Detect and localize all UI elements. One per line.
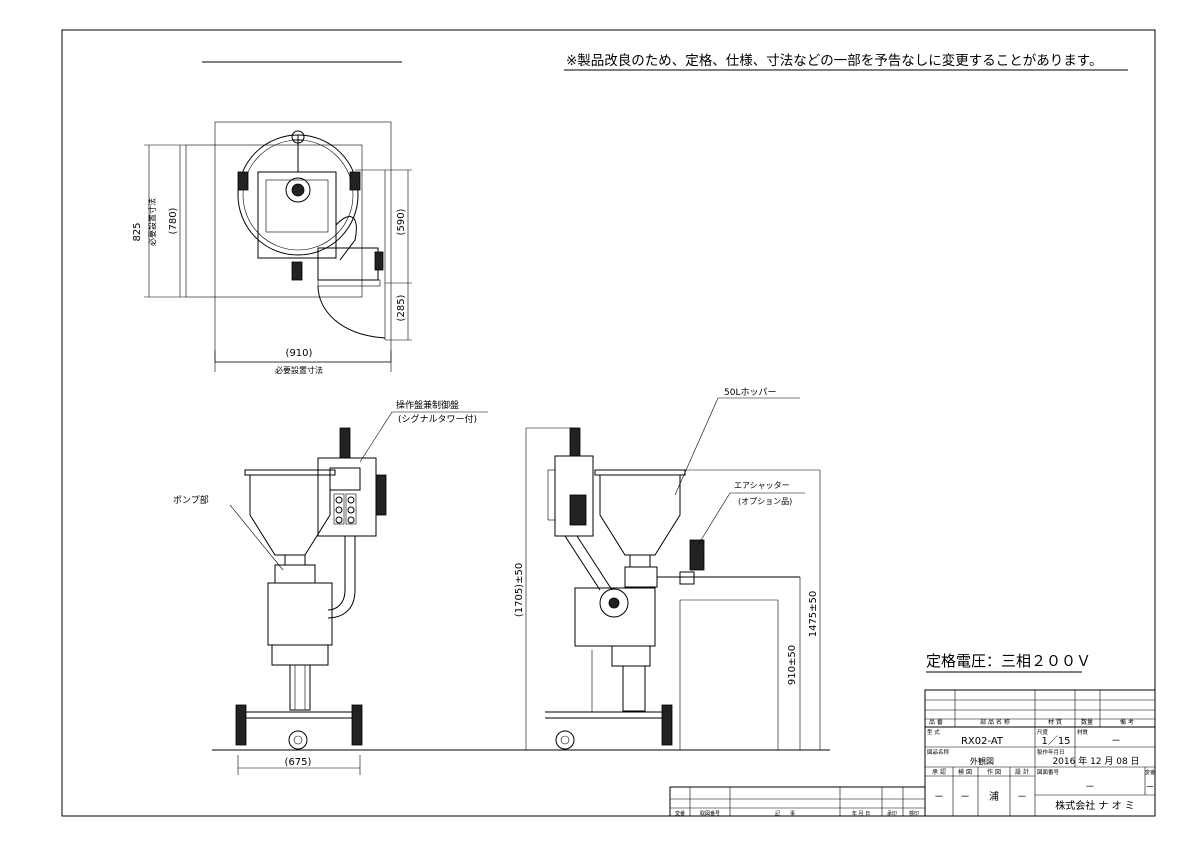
dim-590: (590) [396,208,407,235]
tb-h-item-no: 品 番 [929,719,943,726]
tb-drawing-name-value: 外観図 [970,756,994,766]
tb-h-qty: 数量 [1081,718,1093,726]
rev-col-date: 年 月 日 [852,810,870,817]
tb-material-value: － [1111,736,1121,747]
tb-drawing-no-label: 図面番号 [1037,769,1060,776]
air-shutter-label: エアシャッター [734,481,790,490]
dim-910: (910) [286,348,313,359]
dim-780: (780) [168,207,179,234]
tb-model-value: RX02-AT [961,736,1004,747]
control-panel-label: 操作盤兼制御盤 [396,399,459,411]
dim-910-label: 必要設置寸法 [275,365,323,375]
tb-company: 株式会社 ナ オ ミ [1055,799,1135,812]
hopper-label: 50Lホッパー [724,387,776,398]
rev-col-check: 検印 [909,810,919,817]
rev-col-rev: 変番 [675,810,685,817]
front-view [229,411,488,775]
tb-drawing-name-label: 図品名称 [927,748,950,756]
tb-draw-value: 浦 [989,790,999,803]
tb-h-part-name: 部 品 名 称 [980,718,1010,726]
tb-approve: 承 認 [932,768,946,776]
dim-825-label: 必要設置寸法 [147,198,157,246]
title-block [924,689,1156,817]
tb-rev-value: － [1145,783,1154,793]
tb-date-label: 製作年月日 [1037,748,1065,756]
dim-910-50: 910±50 [787,645,798,685]
tb-design: 設 計 [1015,768,1029,776]
tb-model-label: 型 式 [927,728,940,736]
tb-inspect: 検 図 [958,768,972,776]
side-view [525,397,821,750]
dim-285: (285) [396,294,407,321]
dim-1705: (1705)±50 [514,563,525,617]
rev-col-description: 記 事 [775,810,795,817]
tb-draw: 作 図 [987,768,1001,776]
pump-label: ポンプ部 [173,494,209,506]
rev-col-approval: 承印 [887,810,897,817]
notice-text: ※製品改良のため、定格、仕様、寸法などの一部を予告なしに変更することがあります。 [566,52,1102,69]
tb-rev-label: 変番 [1145,769,1155,776]
drawing-border [61,29,1156,817]
signal-tower-label: (シグナルタワー付) [398,413,477,425]
dim-825: 825 [132,222,143,241]
tb-scale-value: 1／15 [1041,735,1070,747]
dim-675: (675) [285,757,312,768]
tb-approve-value: － [934,792,944,803]
tb-material-label: 材質 [1077,728,1089,736]
tb-h-remarks: 備 考 [1120,718,1134,726]
tb-drawing-no-value: － [1085,782,1095,793]
tb-scale-label: 尺度 [1037,728,1049,736]
rev-col-change-no: 取図番号 [700,810,720,817]
tb-design-value: － [1017,792,1027,803]
option-label: (オプション品) [738,497,792,506]
dim-1475: 1475±50 [808,591,819,638]
tb-h-material: 材 質 [1048,718,1062,726]
tb-date-value: 2016 年 12 月 08 日 [1052,755,1139,767]
top-view [144,121,412,372]
tb-inspect-value: － [960,792,970,803]
rated-voltage: 定格電圧：三相２００Ｖ [926,652,1091,670]
